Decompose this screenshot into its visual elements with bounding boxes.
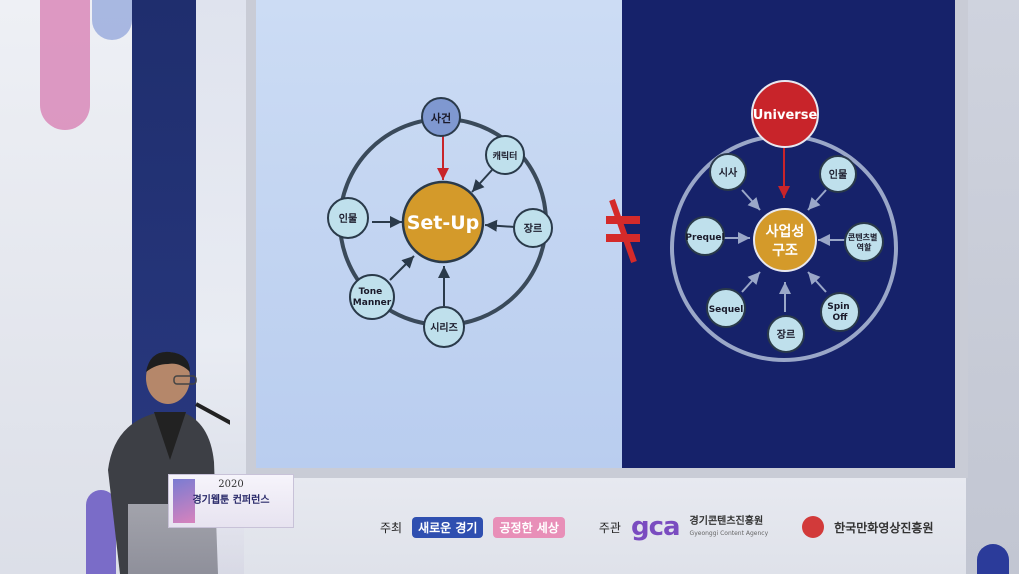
node-series: 시리즈 — [423, 306, 465, 348]
svg-text:구조: 구조 — [772, 243, 798, 259]
node-sequel: Sequel — [706, 288, 746, 328]
tone-manner-label: Tone Manner — [353, 287, 392, 308]
arrow-sequel — [741, 271, 761, 293]
not-equal-symbol — [606, 198, 640, 264]
svg-text:캐릭터: 캐릭터 — [493, 150, 518, 162]
kmbl-logo-icon — [802, 516, 825, 538]
arrow-r-person — [807, 189, 827, 211]
node-sisa: 시사 — [709, 153, 747, 191]
gca-logo: gca — [630, 512, 681, 542]
content-role-label: 콘텐츠별 역할 — [848, 232, 880, 252]
podium-title: 경기웹툰 컨퍼런스 — [192, 495, 270, 506]
svg-text:인물: 인물 — [339, 212, 357, 225]
host-label: 주최 — [380, 520, 403, 535]
gca-subname: Gyeonggi Content Agency — [689, 530, 769, 537]
node-universe: Universe — [751, 80, 819, 148]
backdrop-right-panel — [959, 0, 1019, 574]
svg-text:Prequel: Prequel — [685, 233, 724, 243]
decor-blue-pill — [92, 0, 132, 40]
organizer-label: 주관 — [598, 520, 621, 535]
sponsor-row: 주최 새로운 경기 공정한 세상 주관 gca 경기콘텐츠진흥원 Gyeongg… — [380, 512, 934, 542]
svg-text:사업성: 사업성 — [766, 224, 805, 240]
svg-text:장르: 장르 — [777, 328, 795, 341]
setup-center-label: Set-Up — [407, 212, 480, 234]
arrow-genre — [484, 219, 516, 232]
arrow-tone — [389, 255, 415, 281]
node-prequel: Prequel — [685, 216, 725, 256]
tone-manner-line1: Tone — [359, 287, 383, 297]
node-character: 캐릭터 — [485, 135, 525, 175]
svg-text:장르: 장르 — [524, 222, 542, 235]
spinoff-line1: Spin — [827, 302, 849, 312]
content-role-line1: 콘텐츠별 — [848, 232, 877, 242]
gca-name: 경기콘텐츠진흥원 — [689, 516, 764, 527]
node-content-role: 콘텐츠별 역할 — [844, 222, 884, 262]
svg-text:Universe: Universe — [753, 108, 818, 123]
arrow-spinoff — [807, 271, 827, 293]
decor-navy-pill — [977, 544, 1009, 574]
stage-bottom-band — [196, 478, 966, 574]
svg-text:시사: 시사 — [719, 166, 738, 179]
node-event: 사건 — [421, 97, 461, 137]
host-tag-new-gyeonggi: 새로운 경기 — [412, 516, 484, 538]
spinoff-line2: Off — [833, 313, 849, 323]
setup-diagram: Set-Up 사건 캐릭터 장르 시리즈 Tone Mann — [327, 97, 553, 348]
center-business-structure: 사업성 구조 — [753, 208, 817, 272]
spinoff-label: Spin Off — [827, 302, 853, 323]
svg-text:Sequel: Sequel — [709, 305, 744, 315]
node-r-genre: 장르 — [767, 315, 805, 353]
host-tag-fair-world: 공정한 세상 — [493, 516, 565, 538]
podium-year: 2020 — [218, 479, 244, 490]
podium-sign: 2020 경기웹툰 컨퍼런스 — [168, 474, 294, 528]
content-role-line2: 역할 — [857, 242, 872, 252]
setup-center-node — [401, 180, 485, 264]
tone-manner-line2: Manner — [353, 298, 392, 308]
decor-pink-pill — [40, 0, 90, 130]
podium-logo-stripe — [173, 479, 195, 523]
svg-text:시리즈: 시리즈 — [430, 321, 458, 334]
node-spinoff: Spin Off — [820, 292, 860, 332]
kmbl-name: 한국만화영상진흥원 — [834, 520, 934, 535]
svg-text:인물: 인물 — [829, 168, 847, 181]
node-person: 인물 — [327, 197, 369, 239]
node-tone-manner: Tone Manner — [349, 274, 395, 320]
svg-text:사건: 사건 — [431, 111, 451, 125]
decor-purple-pill — [86, 490, 116, 574]
universe-diagram: Universe 사업성 구조 시사 인물 콘텐츠별 역할 — [670, 80, 898, 362]
node-genre: 장르 — [513, 208, 553, 248]
arrow-sisa — [741, 189, 761, 211]
arrow-character — [471, 169, 493, 193]
node-r-person: 인물 — [819, 155, 857, 193]
gca-org: 경기콘텐츠진흥원 Gyeonggi Content Agency — [690, 516, 769, 538]
